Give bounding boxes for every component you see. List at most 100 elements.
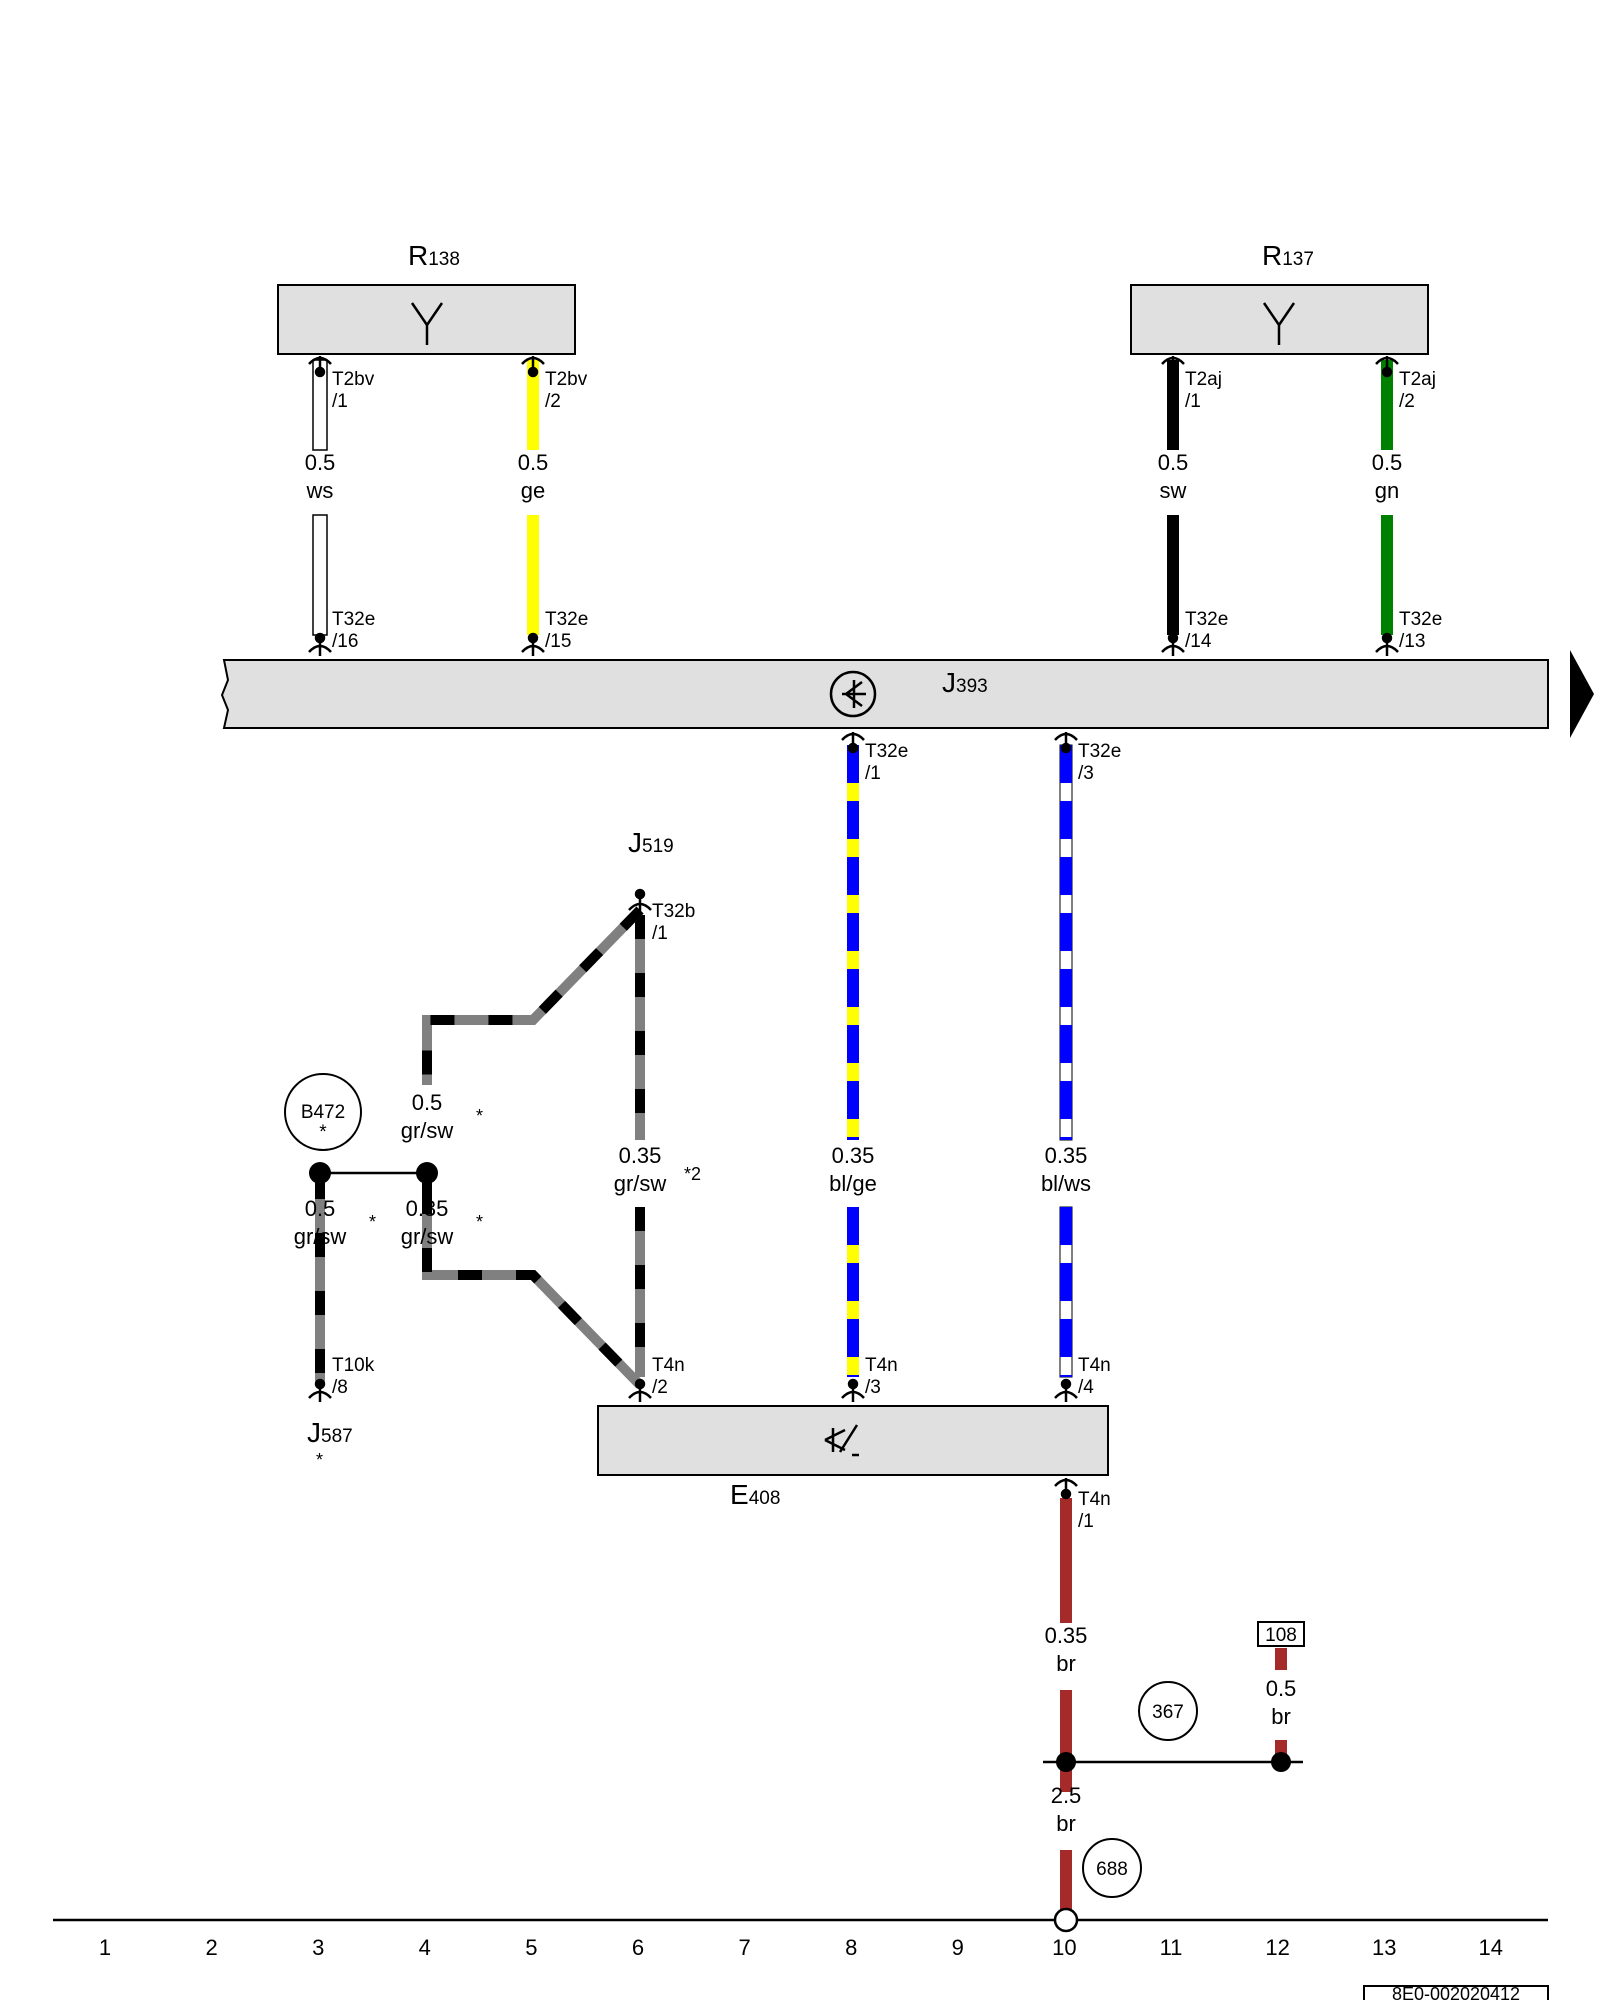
pin-num: /8	[332, 1377, 348, 1398]
wire-size: 0.35	[832, 1143, 875, 1168]
pin-num: /3	[865, 1377, 881, 1398]
connector-r137-1	[1161, 356, 1185, 378]
wire-size: 0.5	[412, 1090, 443, 1115]
wire-color: ge	[521, 478, 545, 503]
j519-label: J519	[628, 827, 674, 858]
wire-color: bl/ge	[829, 1171, 877, 1196]
r137-label: R137	[1262, 240, 1314, 271]
component-j393: J393	[220, 650, 1594, 738]
r138-label: R138	[408, 240, 460, 271]
connector-e408-2	[628, 1378, 652, 1402]
connector-j393-16	[308, 632, 332, 656]
br-splice-dot-right	[1271, 1752, 1291, 1772]
grid-number: 3	[312, 1935, 324, 1960]
pin-num: /14	[1185, 631, 1212, 652]
pin-name: T2bv	[332, 369, 375, 390]
wire-color: gn	[1375, 478, 1399, 503]
pin-num: /2	[1399, 391, 1415, 412]
grid-number: 14	[1479, 1935, 1503, 1960]
grid-number: 9	[952, 1935, 964, 1960]
grid-number: 13	[1372, 1935, 1396, 1960]
connector-j393-14	[1161, 632, 1185, 656]
pin-name: T2bv	[545, 369, 588, 390]
connector-j519-1	[628, 888, 652, 912]
grid-number: 7	[738, 1935, 750, 1960]
switch-icon	[824, 1424, 859, 1457]
wire-size: 0.35	[406, 1196, 449, 1221]
pin-name: T32e	[1078, 741, 1121, 762]
connector-r137-2	[1375, 356, 1399, 378]
grsw-splice-dot-left	[309, 1162, 331, 1184]
wire-color: bl/ws	[1041, 1171, 1091, 1196]
wire-gr-sw-group	[315, 906, 645, 1389]
pin-num: /13	[1399, 631, 1425, 652]
control-unit-icon	[829, 670, 877, 718]
j587-note: *	[316, 1450, 323, 1470]
grid-number: 5	[525, 1935, 537, 1960]
wire-size: 0.5	[518, 450, 549, 475]
grid-number: 6	[632, 1935, 644, 1960]
pin-name: T32e	[332, 609, 375, 630]
pin-num: /1	[1078, 1511, 1094, 1532]
grid-number: 10	[1052, 1935, 1076, 1960]
wire-size: 0.5	[1158, 450, 1189, 475]
wire-size: 2.5	[1051, 1783, 1082, 1808]
pin-num: /1	[865, 763, 881, 784]
grid-number: 1	[99, 1935, 111, 1960]
grsw-splice-dot-right	[416, 1162, 438, 1184]
doc-id: 8E0-002020412	[1392, 1984, 1520, 2000]
pin-num: /1	[652, 923, 668, 944]
ref-367: 367	[1138, 1681, 1198, 1741]
wire-color: br	[1271, 1704, 1291, 1729]
wire-color: br	[1056, 1811, 1076, 1836]
ref-box-108: 108	[1257, 1621, 1305, 1647]
pin-name: T4n	[1078, 1489, 1111, 1510]
wire-color: gr/sw	[401, 1118, 454, 1143]
wire-color: sw	[1160, 478, 1187, 503]
pin-name: T32e	[545, 609, 588, 630]
connector-e408-4	[1054, 1378, 1078, 1402]
connector-r138-1	[308, 356, 332, 378]
wire-note: *	[476, 1212, 483, 1232]
wire-size: 0.5	[305, 1196, 336, 1221]
wire-color: br	[1056, 1651, 1076, 1676]
grid-number: 11	[1160, 1935, 1183, 1960]
antenna-icon	[1262, 302, 1296, 345]
wire-size: 0.35	[619, 1143, 662, 1168]
pin-name: T4n	[865, 1355, 898, 1376]
grid-number: 12	[1265, 1935, 1289, 1960]
ref-box-108-label: 108	[1265, 1625, 1297, 1646]
wire-note: *2	[684, 1164, 701, 1184]
connector-symbols	[308, 356, 1399, 1500]
connector-j393-1	[841, 732, 865, 754]
pin-num: /2	[652, 1377, 668, 1398]
component-e408: E408	[597, 1405, 1109, 1510]
wire-labels: 0.5 ws 0.5 ge 0.5 sw 0.5 gn 0.35 bl/ge 0…	[294, 450, 1403, 1836]
wire-color: gr/sw	[401, 1224, 454, 1249]
br-splice-dot-left	[1056, 1752, 1076, 1772]
antenna-icon	[410, 302, 444, 345]
connector-j393-13	[1375, 632, 1399, 656]
grid-number: 8	[845, 1935, 857, 1960]
wire-bl-ge	[847, 745, 859, 1377]
pin-num: /1	[332, 391, 348, 412]
pin-name: T10k	[332, 1355, 375, 1376]
wire-sw	[1167, 360, 1179, 635]
688-label: 688	[1096, 1859, 1128, 1880]
pin-name: T2aj	[1185, 369, 1222, 390]
wire-size: 0.5	[1266, 1676, 1297, 1701]
pin-name: T32b	[652, 901, 695, 922]
pin-num: /4	[1078, 1377, 1094, 1398]
e408-label: E408	[730, 1479, 780, 1510]
pin-name: T4n	[1078, 1355, 1111, 1376]
pin-num: /3	[1078, 763, 1094, 784]
doc-id-box: 8E0-002020412	[1363, 1984, 1549, 2000]
wire-gn	[1381, 360, 1393, 635]
connector-e408-1	[1054, 1478, 1078, 1500]
ground-point	[1053, 1907, 1079, 1933]
wire-size: 0.5	[305, 450, 336, 475]
wire-color: gr/sw	[294, 1224, 347, 1249]
pin-num: /2	[545, 391, 561, 412]
